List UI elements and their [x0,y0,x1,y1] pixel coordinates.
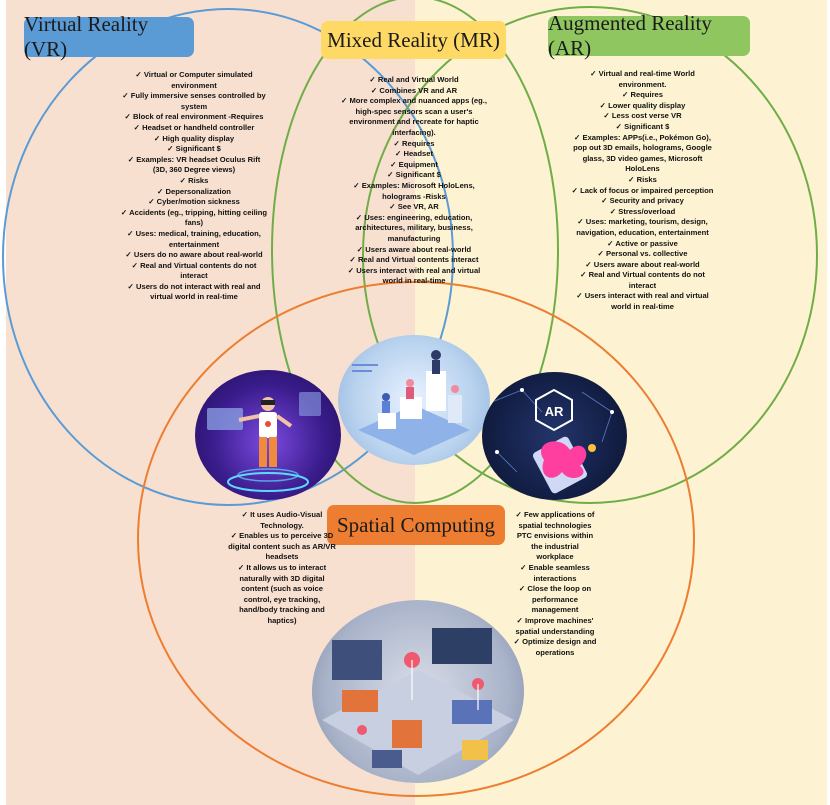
spatial-computing-illustration [312,600,524,783]
vr-item: Users do no aware about real-world [120,250,268,261]
ar-item: Lower quality display [570,101,715,112]
ar-list: Virtual and real-time World environment.… [570,69,715,313]
sc-left-item: It allows us to interact naturally with … [228,563,336,627]
vr-item: Fully immersive senses controlled by sys… [120,91,268,112]
sc-right-item: Close the loop on performance management [512,584,598,616]
mr-item: Combines VR and AR [339,86,489,97]
ar-item: Personal vs. collective [570,249,715,260]
ar-item: Uses: marketing, tourism, design, naviga… [570,217,715,238]
ar-badge-label: AR [545,404,564,419]
mr-item: Headset [339,149,489,160]
mr-list: Real and Virtual World Combines VR and A… [339,75,489,287]
sc-left-item: Enables us to perceive 3D digital conten… [228,531,336,563]
ar-item: Stress/overload [570,207,715,218]
ar-item: Virtual and real-time World environment. [570,69,715,90]
mr-item: Equipment [339,160,489,171]
ar-item: Less cost verse VR [570,111,715,122]
ar-item: Significant $ [570,122,715,133]
vr-item: Headset or handheld controller [120,123,268,134]
vr-item: Users do not interact with real and virt… [120,282,268,303]
ar-item: Active or passive [570,239,715,250]
mr-item: Real and Virtual World [339,75,489,86]
ar-item: Lack of focus or impaired perception [570,186,715,197]
ar-item: Users interact with real and virtual wor… [570,291,715,312]
vr-item: Risks [120,176,268,187]
ar-item: Examples: APPs(i.e., Pokémon Go), pop ou… [570,133,715,175]
mr-item: Requires [339,139,489,150]
mr-item: Examples: Microsoft HoloLens, holograms … [339,181,489,202]
mr-item: See VR, AR [339,202,489,213]
ar-item: Users aware about real-world [570,260,715,271]
mr-item: Users aware about real-world [339,245,489,256]
ar-title: Augmented Reality (AR) [548,11,750,60]
vr-item: Virtual or Computer simulated environmen… [120,70,268,91]
mr-item: Users interact with real and virtual wor… [339,266,489,287]
sc-right-item: Enable seamless interactions [512,563,598,584]
ar-item: Real and Virtual contents do not interac… [570,270,715,291]
vr-list: Virtual or Computer simulated environmen… [120,70,268,303]
mr-item: Real and Virtual contents interact [339,255,489,266]
spatial-computing-title: Spatial Computing [327,505,505,545]
mr-item: Significant $ [339,170,489,181]
vr-item: Depersonalization [120,187,268,198]
mr-circle [271,0,559,504]
vr-item: Block of real environment -Requires [120,112,268,123]
vr-item: Uses: medical, training, education, ente… [120,229,268,250]
ar-illustration: AR [482,372,627,500]
spatial-computing-left-list: It uses Audio-Visual Technology. Enables… [228,510,336,627]
vr-item: High quality display [120,134,268,145]
ar-item: Requires [570,90,715,101]
mr-item: Uses: engineering, education, architectu… [339,213,489,245]
mr-title: Mixed Reality (MR) [321,21,506,59]
vr-illustration [195,370,341,500]
vr-item: Real and Virtual contents do not interac… [120,261,268,282]
sc-left-item: It uses Audio-Visual Technology. [228,510,336,531]
ar-item: Risks [570,175,715,186]
sc-right-item: Improve machines' spatial understanding [512,616,598,637]
ar-item: Security and privacy [570,196,715,207]
vr-item: Significant $ [120,144,268,155]
vr-title: Virtual Reality (VR) [24,12,194,61]
mr-item: More complex and nuanced apps (eg., high… [339,96,489,138]
sc-right-item: Optimize design and operations [512,637,598,658]
vr-item: Examples: VR headset Oculus Rift (3D, 36… [120,155,268,176]
spatial-computing-right-list: Few applications of spatial technologies… [512,510,598,658]
vr-item: Accidents (eg., tripping, hitting ceilin… [120,208,268,229]
vr-item: Cyber/motion sickness [120,197,268,208]
mr-illustration [338,335,490,465]
sc-right-item: Few applications of spatial technologies… [512,510,598,563]
